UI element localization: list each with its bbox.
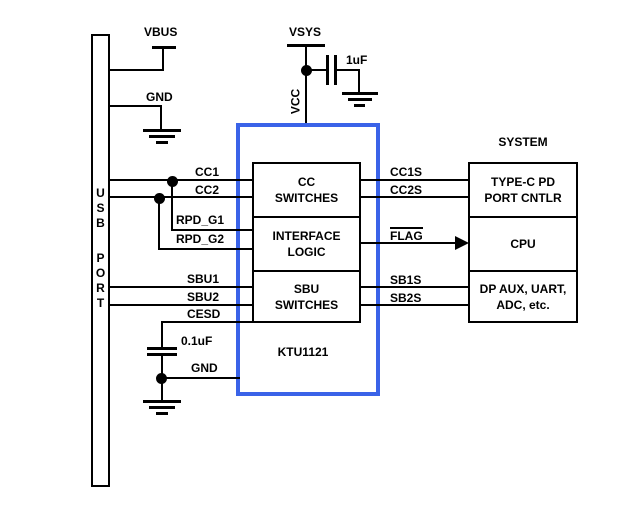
cc2-label: CC2 [195, 183, 220, 197]
dp-aux-uart-label: DP AUX, UART, [479, 281, 567, 296]
gnd-top-wire [160, 105, 162, 131]
capacitor-plate [326, 55, 329, 85]
gnd-chip-label: GND [191, 361, 218, 375]
gnd-chip-wire [161, 379, 163, 402]
cpu-block: CPU [468, 216, 578, 272]
system-label: SYSTEM [498, 135, 548, 149]
type-c-pd-label: TYPE-C PD [490, 175, 555, 189]
usb-port-letter: R [96, 281, 105, 295]
usb-port-box: U S B P O R T [91, 34, 110, 487]
flag-wire [359, 242, 457, 244]
ground-symbol [143, 129, 181, 144]
vcc-cap-wire [306, 69, 327, 71]
cc-switches-label: CC [297, 175, 316, 189]
cc1s-wire [359, 179, 469, 181]
usb-port-letter: S [96, 201, 105, 215]
vbus-label: VBUS [144, 25, 178, 39]
ground-symbol [143, 400, 181, 415]
gnd-top-wire [108, 105, 162, 107]
sbu2-wire [108, 304, 254, 306]
chip-name-label: KTU1121 [277, 345, 329, 359]
cc1-wire [108, 179, 254, 181]
vsys-label: VSYS [289, 25, 322, 39]
interface-logic-block: INTERFACE LOGIC [252, 216, 361, 272]
dp-aux-uart-adc-block: DP AUX, UART, ADC, etc. [468, 270, 578, 323]
rpd-g1-branch-wire [171, 179, 173, 231]
rpd-g2-branch-wire [158, 196, 160, 250]
rpd-g1-wire [171, 229, 254, 231]
cc2-wire [108, 196, 254, 198]
capacitor-plate [147, 347, 177, 350]
vbus-wire [162, 46, 164, 71]
sbu1-wire [108, 286, 254, 288]
gnd-chip-wire [161, 377, 240, 379]
cesd-wire [161, 321, 254, 323]
ground-symbol [342, 92, 378, 107]
cc1s-label: CC1S [390, 165, 423, 179]
capacitor-plate [334, 55, 337, 85]
vcc-cap-wire [358, 69, 360, 94]
cesd-label: CESD [187, 307, 221, 321]
cc-switches-label: SWITCHES [274, 191, 339, 205]
usb-port-letter: T [96, 296, 105, 310]
vcc-cap-wire [337, 69, 360, 71]
rpd-g1-label: RPD_G1 [176, 213, 225, 227]
sbu-switches-label: SWITCHES [274, 297, 339, 312]
capacitor-plate [147, 353, 177, 356]
ktu1121-chip-outline [236, 123, 380, 396]
cc1-label: CC1 [195, 165, 220, 179]
cesd-cap-wire [161, 356, 163, 380]
rpd-g2-label: RPD_G2 [176, 232, 225, 246]
usb-port-letter: B [96, 216, 105, 230]
vcc-cap-value-label: 1uF [346, 53, 368, 67]
type-c-pd-port-cntlr-block: TYPE-C PD PORT CNTLR [468, 162, 578, 218]
usb-port-letter: U [96, 186, 105, 200]
sb1s-wire [359, 286, 469, 288]
sbu-switches-block: SBU SWITCHES [252, 270, 361, 323]
cc-switches-block: CC SWITCHES [252, 162, 361, 218]
cc2s-wire [359, 196, 469, 198]
usb-port-letter: O [95, 266, 106, 280]
cesd-cap-value-label: 0.1uF [181, 334, 213, 348]
port-cntlr-label: PORT CNTLR [484, 191, 562, 205]
interface-logic-label: LOGIC [287, 245, 326, 259]
vbus-wire [108, 69, 164, 71]
flag-arrowhead [455, 236, 469, 250]
sb1s-label: SB1S [390, 273, 422, 287]
vcc-wire [305, 44, 307, 124]
flag-label: FLAG [390, 227, 423, 243]
sbu1-label: SBU1 [187, 272, 220, 286]
sb2s-label: SB2S [390, 291, 422, 305]
vcc-label: VCC [288, 88, 303, 115]
sbu-switches-label: SBU [293, 281, 320, 296]
sb2s-wire [359, 304, 469, 306]
usb-port-letter: P [96, 251, 105, 265]
sbu2-label: SBU2 [187, 290, 220, 304]
adc-etc-label: ADC, etc. [496, 297, 550, 312]
rpd-g2-wire [158, 248, 254, 250]
gnd-top-label: GND [146, 90, 173, 104]
cpu-label: CPU [510, 237, 536, 251]
cc2s-label: CC2S [390, 183, 423, 197]
cesd-cap-wire [161, 321, 163, 348]
vbus-supply-bar [152, 46, 176, 49]
interface-logic-label: INTERFACE [272, 229, 341, 243]
